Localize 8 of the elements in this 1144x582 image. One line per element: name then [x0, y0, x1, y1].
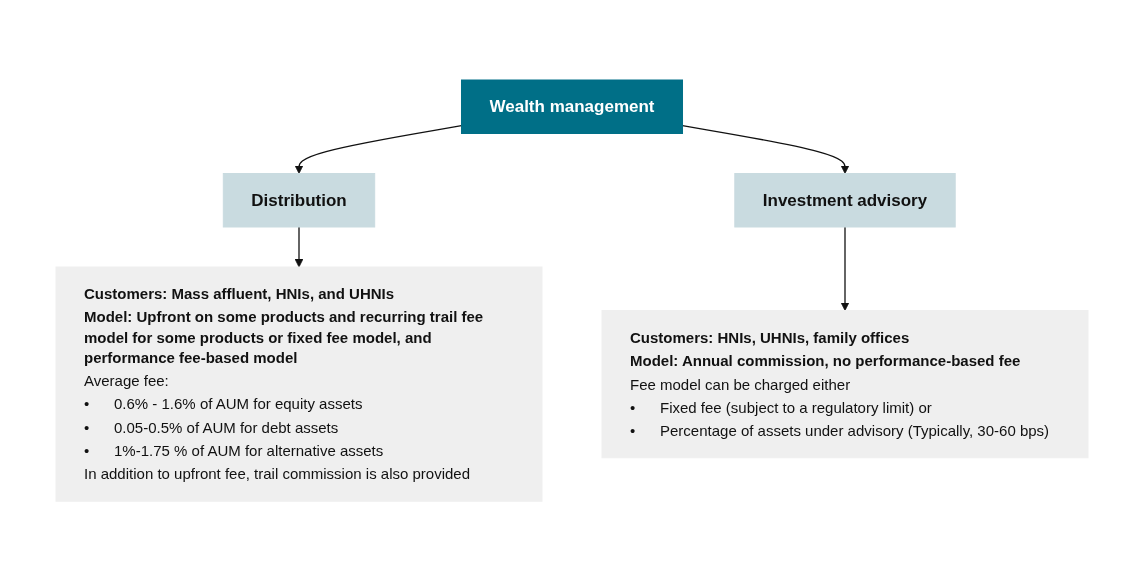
arrow	[294, 226, 304, 268]
arrow	[840, 226, 850, 312]
node-box: Distribution	[222, 173, 376, 228]
node-box: Customers: HNIs, UHNIs, family offices Model: Annual commission, no performance-based fee Fee model can be charged either • Fixed fee (subject to a regulatory limit) or • Percentage of assets under advisory (Typically, 30-60 bps)	[601, 310, 1089, 459]
arrow	[294, 125, 463, 175]
node-box: Wealth management	[461, 79, 683, 135]
node-box: Investment advisory	[734, 173, 956, 228]
node-box: Customers: Mass affluent, HNIs, and UHNIs Model: Upfront on some products and recurring trail fee model for some products or fixed fee model, and performance fee-based model Average fee: • 0.6% - 1.6% of AUM for equity assets • 0.05-0.5% of AUM for debt assets • 1%-1.75 % of AUM for alternative assets In addition to upfront fee, trail commission is also provided	[55, 266, 543, 503]
